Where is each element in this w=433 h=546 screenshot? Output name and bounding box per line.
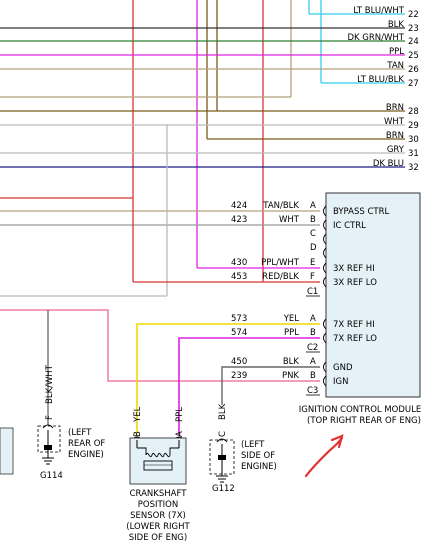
pin-c1-d: D: [310, 243, 317, 253]
pin-31: 31: [408, 149, 419, 159]
sensor-label-4: (LOWER RIGHT: [126, 522, 190, 532]
circuit-239: 239: [231, 371, 247, 381]
sensor-label-5: SIDE OF ENG): [129, 533, 187, 543]
sensor-label-1: CRANKSHAFT: [130, 489, 188, 499]
wire-label-yel: YEL: [133, 406, 143, 423]
red-annotation-arrow: [304, 434, 344, 478]
function-gnd: GND: [333, 363, 353, 373]
circuit-453: 453: [231, 272, 247, 282]
ignition-control-module: [325, 192, 421, 398]
function-3x-ref-lo: 3X REF LO: [333, 278, 377, 288]
sensor-label-2: POSITION: [138, 500, 178, 510]
pin-c1-f: F: [310, 272, 315, 282]
pin-ground-left-f: F: [45, 415, 55, 420]
pin-c1-c: C: [310, 229, 316, 239]
circuit-424: 424: [231, 201, 247, 211]
ground-right-note-2: SIDE OF: [241, 451, 275, 461]
wire-label-24: DK GRN/WHT: [347, 33, 404, 43]
circuit-430: 430: [231, 258, 247, 268]
wire-label-29: WHT: [384, 117, 405, 127]
pin-24: 24: [408, 37, 419, 47]
pin-27: 27: [408, 79, 419, 89]
wire-label-30: BRN: [386, 131, 404, 141]
wire-label-blk: BLK: [218, 403, 228, 420]
connector-pin-curves: [323, 205, 327, 387]
ground-left-dashed-box: [37, 425, 61, 453]
pin-ground-right-c: C: [218, 431, 228, 437]
connector-c1: C1: [307, 287, 318, 297]
color-red-blk: RED/BLK: [262, 272, 299, 282]
pin-c1-a: A: [310, 201, 316, 211]
connector-c3: C3: [307, 386, 318, 396]
wire-label-28: BRN: [386, 103, 404, 113]
pin-c1-b: B: [310, 215, 316, 225]
circuit-574: 574: [231, 328, 247, 338]
color-ppl: PPL: [284, 328, 299, 338]
left-component-partial: [0, 427, 14, 475]
pin-c2-a: A: [310, 314, 316, 324]
pin-23: 23: [408, 24, 419, 34]
function-7x-ref-hi: 7X REF HI: [333, 320, 375, 330]
wire-label-32: DK BLU: [373, 159, 404, 169]
pin-26: 26: [408, 65, 419, 75]
module-label-line1: IGNITION CONTROL MODULE: [299, 405, 422, 415]
sensor-coil-icon: [145, 452, 171, 458]
wire-blk-450: [221, 366, 320, 405]
pin-28: 28: [408, 107, 419, 117]
ground-id-g112: G112: [212, 484, 235, 494]
function-ic-ctrl: IC CTRL: [333, 221, 366, 231]
pin-29: 29: [408, 121, 419, 131]
wire-label-blk-wht: BLK/WHT: [45, 364, 55, 404]
pin-c3-b: B: [310, 371, 316, 381]
pin-30: 30: [408, 135, 419, 145]
wire-label-26: TAN: [386, 61, 404, 71]
pin-c1-e: E: [310, 258, 315, 268]
wire-label-ppl: PPL: [175, 407, 185, 422]
ground-id-g114: G114: [40, 471, 63, 481]
ground-left-note-1: (LEFT: [68, 428, 92, 438]
function-ign: IGN: [333, 377, 348, 387]
sensor-pin-a: A: [175, 431, 185, 437]
module-label-line2: (TOP RIGHT REAR OF ENG): [307, 416, 421, 426]
color-ppl-wht: PPL/WHT: [261, 258, 300, 268]
function-bypass-ctrl: BYPASS CTRL: [333, 207, 389, 217]
ground-left-note-3: ENGINE): [68, 450, 104, 460]
circuit-450: 450: [231, 357, 247, 367]
pin-22: 22: [408, 10, 419, 20]
pin-25: 25: [408, 51, 419, 61]
pin-c2-b: B: [310, 328, 316, 338]
pin-c3-a: A: [310, 357, 316, 367]
ground-right-note-3: ENGINE): [241, 462, 277, 472]
color-blk: BLK: [283, 357, 300, 367]
ground-left-note-2: REAR OF: [68, 439, 105, 449]
wire-label-23: BLK: [388, 20, 405, 30]
pin-32: 32: [408, 163, 419, 173]
wire-ppl-574: [178, 337, 320, 435]
wire-yel-573: [136, 323, 320, 435]
function-7x-ref-lo: 7X REF LO: [333, 334, 377, 344]
color-yel: YEL: [283, 314, 300, 324]
wire-label-27: LT BLU/BLK: [357, 75, 404, 85]
right-pin-labels: LT BLU/WHT 22 BLK 23 DK GRN/WHT 24 PPL 2…: [347, 6, 418, 173]
connector-c2: C2: [307, 343, 318, 353]
color-tan-blk: TAN/BLK: [262, 201, 299, 211]
wire-label-25: PPL: [389, 47, 404, 57]
wire-label-31: GRY: [387, 145, 405, 155]
circuit-573: 573: [231, 314, 247, 324]
circuit-423: 423: [231, 215, 247, 225]
sensor-label-3: SENSOR (7X): [130, 511, 186, 521]
color-pnk: PNK: [282, 371, 299, 381]
function-3x-ref-hi: 3X REF HI: [333, 264, 375, 274]
ground-right-note-1: (LEFT: [241, 440, 265, 450]
color-wht: WHT: [279, 215, 300, 225]
wire-pnk-239: [0, 309, 320, 382]
sensor-pin-b: B: [133, 431, 143, 437]
wire-label-22: LT BLU/WHT: [353, 6, 404, 16]
